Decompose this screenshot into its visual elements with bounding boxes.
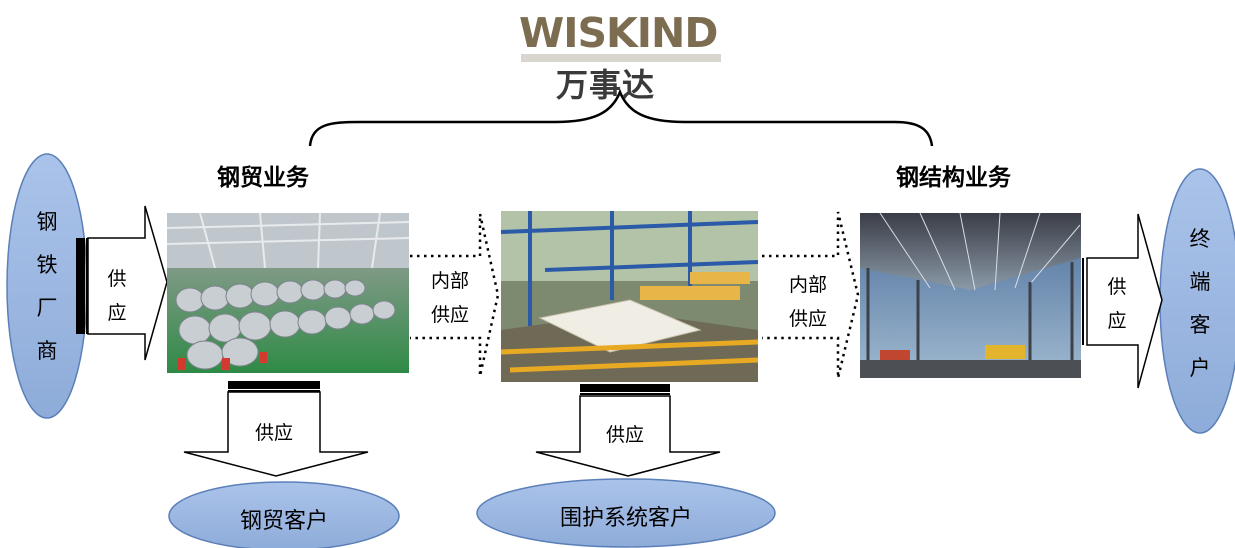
internal-supply-arrow-2 <box>762 211 860 379</box>
trade-customer-oval <box>168 481 400 548</box>
supply-left-label: 供 应 <box>107 268 127 324</box>
internal-supply-label-1: 内部 供应 <box>430 270 469 326</box>
internal-supply-arrow-1 <box>410 213 500 377</box>
steel-structure-title: 钢结构业务 <box>896 165 1011 191</box>
supply-arrow-down-1 <box>183 381 369 477</box>
business-brace <box>308 88 934 147</box>
steel-structure-hall-photo <box>860 212 1081 378</box>
enclosure-customer-oval <box>476 478 776 548</box>
end-customer-label: 终 端 客 户 <box>1189 227 1211 380</box>
steel-trade-title: 钢贸业务 <box>217 165 309 191</box>
supply-down-label-1: 供应 <box>254 422 293 444</box>
supplier-label: 钢 铁 厂 商 <box>36 210 58 363</box>
logo-chinese-name: 万事达 <box>556 66 656 104</box>
supply-right-label: 供 应 <box>1107 276 1127 332</box>
panel-production-line-photo <box>500 211 759 382</box>
logo-wordmark: WISKIND <box>519 9 718 57</box>
logo-underline <box>521 54 721 62</box>
steel-coil-warehouse-photo <box>166 212 410 373</box>
enclosure-customer-label: 围护系统客户 <box>559 506 692 531</box>
supply-arrow-down-2 <box>535 384 721 477</box>
trade-customer-label: 钢贸客户 <box>239 509 328 534</box>
supply-down-label-2: 供应 <box>605 424 644 446</box>
internal-supply-label-2: 内部 供应 <box>788 274 827 330</box>
supply-arrow-left <box>76 205 168 361</box>
